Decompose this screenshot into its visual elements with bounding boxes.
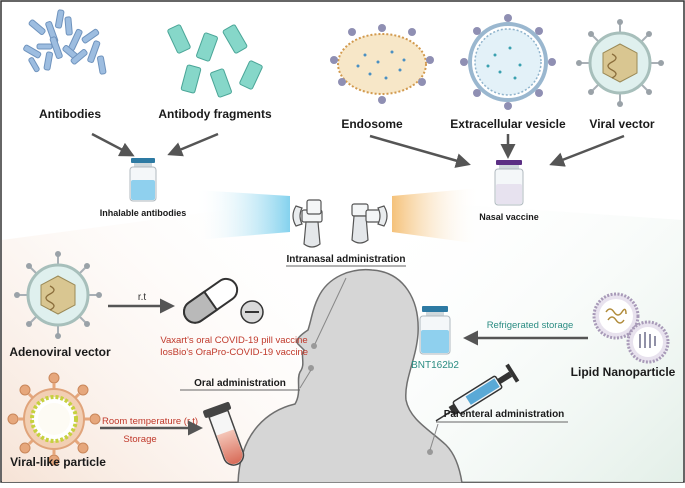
oral-pointer-line bbox=[299, 369, 312, 389]
extracellular-vesicle-label: Extracellular vesicle bbox=[450, 117, 566, 131]
inhalable-antibodies-label: Inhalable antibodies bbox=[100, 208, 187, 218]
arrow-viral-vector-to-vial bbox=[549, 134, 625, 167]
arrow-endosome-to-vial bbox=[369, 134, 471, 168]
intranasal-pointer-line bbox=[313, 277, 347, 347]
viral-vector-label: Viral vector bbox=[589, 117, 654, 131]
pill-vaccine-line-2: IosBio's OraPro-COVID-19 vaccine bbox=[160, 347, 308, 358]
viral-like-particle-icon bbox=[7, 372, 101, 466]
antibodies-icon bbox=[23, 9, 107, 75]
antibody-fragments-icon bbox=[167, 24, 263, 98]
lipid-nanoparticle-label: Lipid Nanoparticle bbox=[571, 365, 676, 379]
endosome-icon bbox=[330, 24, 434, 104]
human-head-silhouette bbox=[237, 268, 463, 484]
nebulizer-right-icon bbox=[351, 203, 388, 244]
adenoviral-vector-label: Adenoviral vector bbox=[9, 345, 111, 359]
nasal-vaccine-label: Nasal vaccine bbox=[479, 212, 539, 222]
parenteral-pointer-line bbox=[429, 423, 439, 451]
viral-like-particle-label: Viral-like particle bbox=[10, 455, 106, 469]
viral-vector-icon bbox=[576, 19, 664, 107]
lipid-nanoparticle-icon bbox=[592, 292, 670, 364]
bnt162b2-vial bbox=[419, 306, 451, 355]
nasal-vaccine-vial bbox=[494, 160, 524, 206]
arrow-antibodies-to-vial bbox=[91, 132, 135, 157]
pill-vaccine-line-1: Vaxart's oral COVID-19 pill vaccine bbox=[160, 335, 307, 346]
extracellular-vesicle-icon bbox=[460, 14, 556, 110]
storage-label: Storage bbox=[123, 434, 156, 445]
nebulizer-left-icon bbox=[292, 199, 323, 248]
bnt162b2-label: BNT162b2 bbox=[411, 360, 459, 371]
antibodies-label: Antibodies bbox=[39, 107, 101, 121]
top-arrows bbox=[91, 132, 625, 168]
orange-mist bbox=[392, 188, 480, 244]
refrigerated-storage-label: Refrigerated storage bbox=[487, 320, 574, 331]
inhalable-antibodies-vial bbox=[129, 158, 157, 202]
parenteral-administration-label: Parenteral administration bbox=[444, 409, 565, 420]
adenoviral-vector-icon bbox=[14, 251, 102, 339]
arrow-fragments-to-vial bbox=[167, 132, 219, 157]
nose-dot bbox=[311, 343, 317, 349]
intranasal-administration-label: Intranasal administration bbox=[287, 254, 406, 265]
syringe-icon bbox=[435, 363, 520, 422]
room-temperature-label: Room temperature (r.t) bbox=[102, 416, 198, 427]
test-tube-icon bbox=[203, 401, 245, 466]
antibody-fragments-label: Antibody fragments bbox=[158, 107, 272, 121]
blue-mist bbox=[195, 190, 290, 240]
arm-dot bbox=[427, 449, 433, 455]
pill-capsule-icon bbox=[183, 277, 264, 324]
endosome-label: Endosome bbox=[341, 117, 403, 131]
rt-label: r.t bbox=[138, 292, 147, 303]
mouth-dot bbox=[308, 365, 314, 371]
oral-administration-label: Oral administration bbox=[194, 378, 286, 389]
